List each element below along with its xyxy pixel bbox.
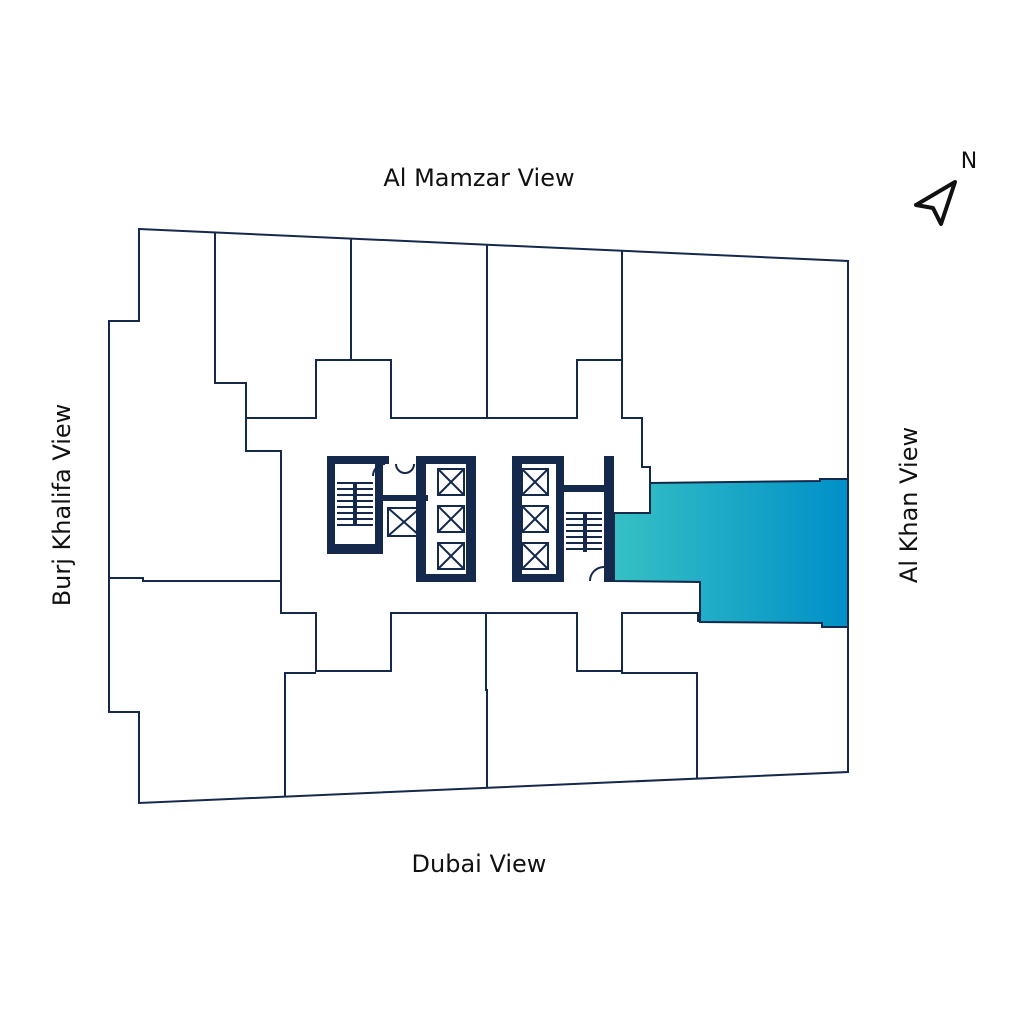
view-label-east: Al Khan View	[895, 427, 923, 583]
unit-walls	[109, 232, 699, 797]
view-label-west: Burj Khalifa View	[48, 404, 76, 607]
compass-label: N	[961, 149, 977, 174]
view-label-south: Dubai View	[412, 850, 547, 878]
door-icon	[372, 463, 415, 477]
stair-left-icon	[337, 482, 373, 526]
highlighted-unit[interactable]	[613, 478, 849, 628]
stair-right-icon	[566, 512, 602, 552]
north-arrow-icon	[914, 180, 957, 226]
building-outline	[108, 227, 849, 805]
elevator-icon	[521, 468, 549, 570]
core-right	[512, 456, 614, 582]
core-left	[327, 456, 476, 582]
elevator-icon	[387, 468, 465, 570]
view-label-north: Al Mamzar View	[383, 164, 574, 192]
door-icon	[589, 566, 605, 582]
